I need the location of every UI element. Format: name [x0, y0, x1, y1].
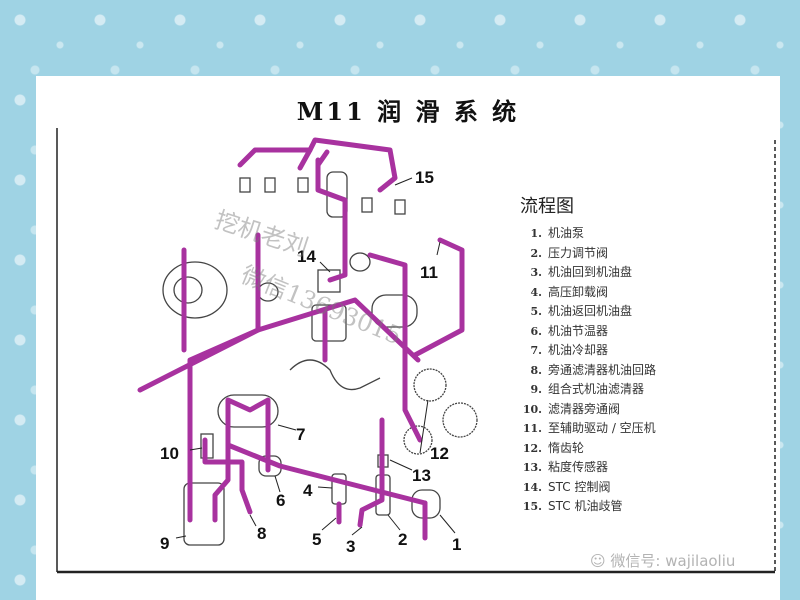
legend-item: 11.至辅助驱动 / 空压机	[522, 421, 656, 435]
callout-1: 1	[452, 535, 461, 554]
callout-9: 9	[160, 534, 169, 553]
legend-item: 7.机油冷却器	[530, 343, 609, 357]
legend-heading: 流程图	[520, 196, 574, 217]
callout-14: 14	[297, 247, 316, 266]
wechat-watermark: ☺ 微信号: wajilaoliu	[590, 552, 736, 570]
legend-item: 13.粘度传感器	[522, 460, 609, 474]
idler-gear-2	[442, 402, 478, 438]
callout-10: 10	[160, 444, 179, 463]
callout-5: 5	[312, 530, 321, 549]
wechat-icon: ☺	[590, 552, 611, 570]
legend-item: 9.组合式机油滤清器	[530, 382, 645, 396]
legend-item: 8.旁通滤清器机油回路	[530, 362, 657, 377]
legend-item: 12.惰齿轮	[522, 440, 585, 455]
callout-13: 13	[412, 466, 431, 485]
page-title: M11 润 滑 系 统	[296, 97, 520, 126]
leader-lines	[175, 177, 456, 539]
callout-2: 2	[398, 530, 407, 549]
legend-item: 15.STC 机油歧管	[522, 499, 623, 513]
legend-list: 1.机油泵 2.压力调节阀 3.机油回到机油盘 4.高压卸载阀 5.机油返回机油…	[520, 224, 656, 517]
legend-item: 6.机油节温器	[530, 323, 609, 338]
callout-15: 15	[415, 168, 434, 187]
diagram-panel: M11 润 滑 系 统	[36, 76, 780, 600]
callout-3: 3	[346, 537, 355, 556]
callout-12: 12	[430, 444, 449, 463]
legend-item: 3.机油回到机油盘	[530, 265, 633, 279]
legend-item: 4.高压卸载阀	[530, 284, 609, 299]
callout-numbers: 15 14 11 7 10 12 13 4 6 8 9 5 2 3 1	[160, 168, 461, 556]
oil-pipes	[137, 137, 465, 541]
crankshaft	[289, 359, 381, 391]
callout-4: 4	[303, 481, 313, 500]
legend-item: 2.压力调节阀	[530, 245, 609, 260]
legend-item: 1.机油泵	[530, 226, 585, 240]
callout-6: 6	[276, 491, 285, 510]
legend-item: 14.STC 控制阀	[522, 479, 611, 494]
frame	[56, 128, 776, 574]
callout-8: 8	[257, 524, 266, 543]
legend: 流程图 1.机油泵 2.压力调节阀 3.机油回到机油盘 4.高压卸载阀 5.机油…	[520, 192, 656, 517]
idler-gear-1	[413, 368, 447, 402]
components	[162, 171, 478, 546]
legend-item: 5.机油返回机油盘	[530, 304, 633, 318]
legend-item: 10.滤清器旁通阀	[522, 401, 621, 416]
piston	[311, 304, 347, 342]
callout-11: 11	[420, 263, 438, 282]
callout-7: 7	[296, 425, 305, 444]
